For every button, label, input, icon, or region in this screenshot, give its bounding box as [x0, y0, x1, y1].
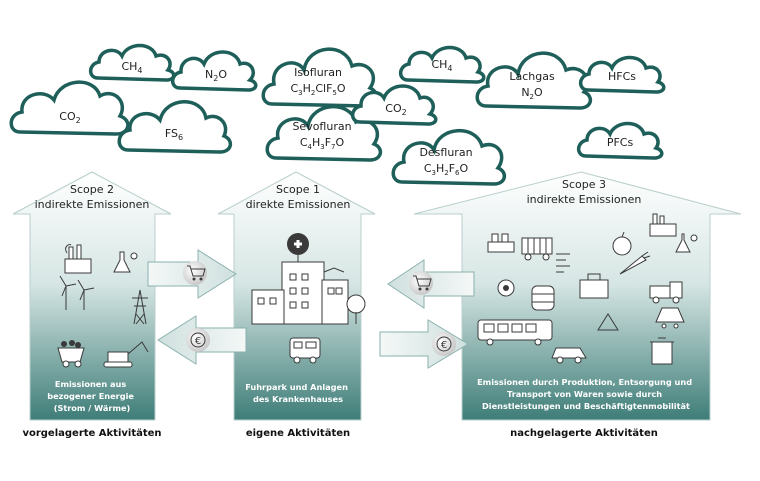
svg-text:€: €: [441, 340, 447, 351]
train-icon: [655, 307, 685, 329]
chemistry-icon: [113, 251, 138, 273]
cloud-n2o: N2O: [170, 50, 258, 92]
cloud-desfluran-title: Desfluran: [419, 146, 472, 159]
cloud-hfcs: HFCs: [578, 55, 666, 94]
cloud-sevofluran-title: Sevofluran: [292, 120, 351, 133]
cloud-co2-middle: CO2: [350, 84, 438, 126]
scope2-house: Scope 2 indirekte Emissionen Emissionen …: [12, 171, 172, 439]
gears-icon: [497, 279, 515, 297]
scope1-bottom-text: Fuhrpark und Anlagen des Krankenhauses: [245, 382, 351, 404]
cloud-co2-left-label: CO2: [59, 110, 80, 125]
cloud-ch4-right-label: CH4: [431, 58, 452, 73]
cloud-co2-middle-label: CO2: [385, 102, 406, 117]
cloud-ch4-right: CH4: [398, 45, 486, 84]
cloud-fs6-label: FS6: [165, 127, 183, 142]
cloud-co2-left: CO2: [9, 80, 130, 136]
cloud-isofluran-formula: C3H2ClF5O: [290, 82, 345, 97]
power-pylon-icon: [132, 289, 148, 325]
euro-icon: €: [432, 332, 456, 356]
factory-icon: [649, 213, 677, 237]
hospital-icon: [251, 233, 349, 325]
sorting-icon: [556, 253, 570, 273]
bus-icon: [289, 337, 321, 364]
cloud-desfluran: Desfluran C3H2F6O: [391, 129, 507, 186]
scope3-title: Scope 3: [562, 178, 606, 191]
cloud-pfcs-label: PFCs: [607, 136, 634, 149]
cloud-n2o-label: N2O: [205, 68, 227, 83]
apple-icon: [612, 231, 632, 256]
car-icon: [551, 347, 587, 364]
carrot-icon: [619, 251, 651, 275]
scope3-house: Scope 3 indirekte Emissionen Emissionen …: [413, 171, 742, 439]
cloud-fs6: FS6: [117, 100, 233, 154]
greenhouse-gas-clouds: CO2 CH4 N2O FS6 Isofluran C3H2ClF5O Sevo…: [9, 43, 666, 186]
cloud-hfcs-label: HFCs: [608, 70, 636, 83]
scope3-subtitle: indirekte Emissionen: [527, 193, 642, 206]
scope3-bottom-text: Emissionen durch Produktion, Entsorgung …: [477, 377, 695, 411]
scope1-title: Scope 1: [276, 183, 320, 196]
recycle-icon: [597, 313, 619, 331]
coal-truck-icon: [57, 340, 85, 368]
cloud-pfcs: PFCs: [576, 121, 664, 160]
barrel-icon: [531, 285, 555, 311]
cart-icon: [409, 271, 433, 295]
cart-icon: [183, 261, 207, 285]
cloud-sevofluran: Sevofluran C4H3F7O: [265, 105, 383, 162]
cement-truck-icon: [649, 281, 683, 304]
scope2-title: Scope 2: [70, 183, 114, 196]
scope2-bottom-text: Emissionen aus bezogener Energie (Strom …: [47, 379, 137, 413]
cloud-isofluran: Isofluran C3H2ClF5O: [261, 47, 379, 108]
scope2-subtitle: indirekte Emissionen: [35, 198, 150, 211]
arrow-cart-to-scope1: [147, 249, 237, 299]
bin-icon: [650, 337, 674, 365]
cloud-lachgas-title: Lachgas: [509, 70, 555, 83]
scope1-activity-label: eigene Aktivitäten: [246, 428, 350, 439]
excavator-icon: [103, 341, 149, 368]
svg-text:€: €: [195, 336, 201, 347]
arrow-cart-to-scope1-from-scope3: [387, 259, 475, 309]
toolbox-icon: [579, 273, 609, 299]
freight-wagon-icon: [521, 237, 553, 261]
arrow-euro-to-scope3: €: [379, 319, 469, 369]
cloud-ch4-left: CH4: [88, 43, 176, 82]
chemistry-icon: [675, 233, 698, 253]
wind-turbines-icon: [59, 275, 95, 310]
cloud-lachgas-formula: N2O: [521, 86, 543, 101]
cloud-lachgas: Lachgas N2O: [475, 51, 593, 110]
scope3-activity-label: nachgelagerte Aktivitäten: [510, 428, 658, 439]
factory-icon: [64, 244, 92, 274]
assembly-line-icon: [487, 233, 515, 253]
scope2-activity-label: vorgelagerte Aktivitäten: [22, 428, 161, 439]
cloud-isofluran-title: Isofluran: [294, 66, 342, 79]
tree-icon: [346, 294, 366, 324]
euro-icon: €: [186, 328, 210, 352]
scope1-subtitle: direkte Emissionen: [246, 198, 351, 211]
cloud-ch4-left-label: CH4: [121, 60, 142, 75]
scope1-house: Scope 1 direkte Emissionen Fuhrpark und …: [217, 171, 376, 439]
bus-icon: [477, 319, 553, 346]
arrow-euro-to-scope2: €: [157, 315, 247, 365]
